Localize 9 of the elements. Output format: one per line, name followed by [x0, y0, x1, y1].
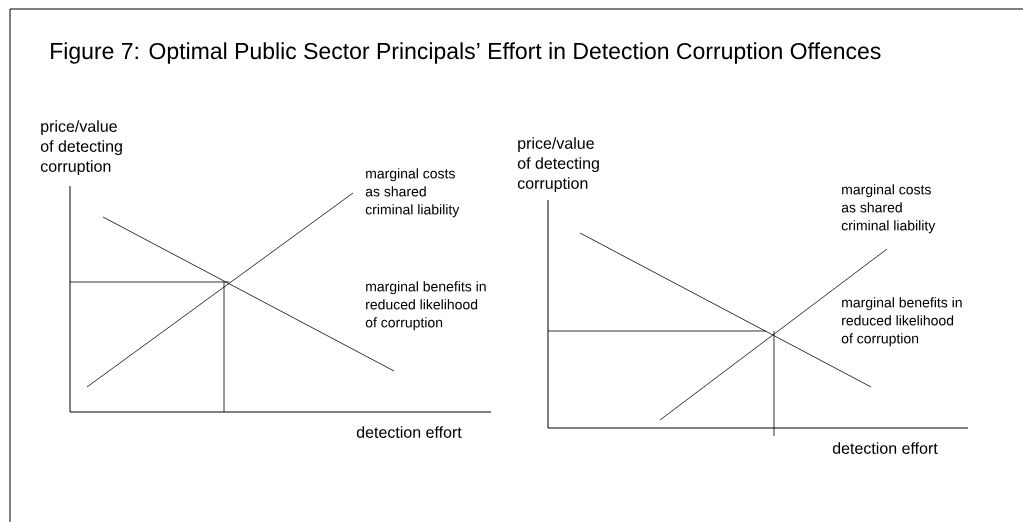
axis-label: detection effort [356, 426, 462, 438]
axis-label: price/value of detecting corruption [40, 120, 122, 176]
curve-label: marginal costs as shared criminal liability [365, 168, 460, 218]
axis-label: price/value of detecting corruption [517, 137, 599, 193]
axis-label: detection effort [832, 442, 938, 454]
curve-label: marginal costs as shared criminal liability [841, 184, 936, 234]
curve-label: marginal benefits in reduced likelihood of corruption [365, 281, 486, 331]
curve-label: marginal benefits in reduced likelihood of corruption [841, 297, 962, 347]
figure-title: Figure 7: Optimal Public Sector Principals’ Effort in Detection Corruption Offences [51, 42, 881, 64]
